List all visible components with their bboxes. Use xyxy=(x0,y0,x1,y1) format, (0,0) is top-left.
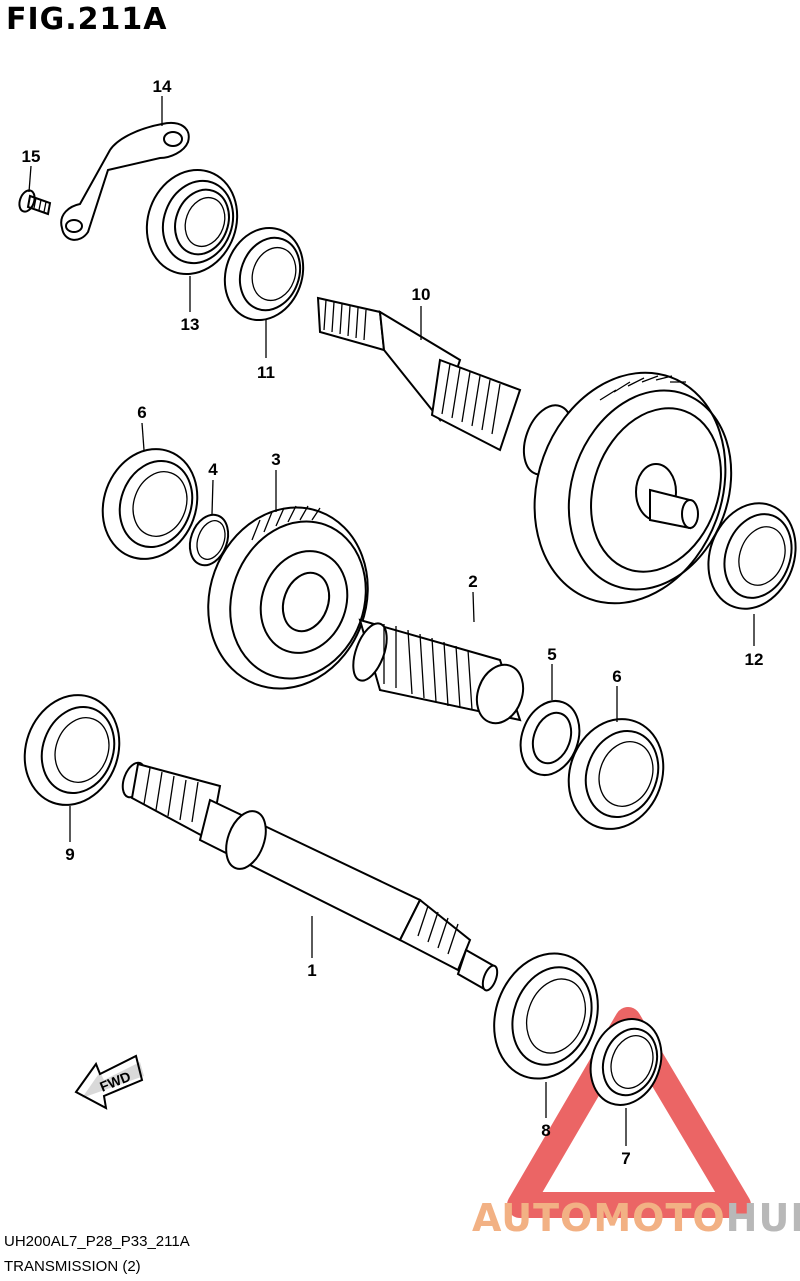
part-14-retainer-plate xyxy=(60,122,190,241)
watermark-brand-text: AUTOMOTOHUB xyxy=(472,1196,800,1240)
callout-4: 4 xyxy=(208,460,218,479)
part-1-main-shaft xyxy=(121,761,499,992)
callout-13: 13 xyxy=(181,315,200,334)
callout-7: 7 xyxy=(621,1149,630,1168)
part-8-bearing xyxy=(493,952,599,1080)
part-6-bearing-lower xyxy=(567,718,665,830)
part-11-oil-seal xyxy=(223,226,305,322)
part-2-gear xyxy=(352,618,525,725)
callout-14: 14 xyxy=(153,77,172,96)
part-13-bearing xyxy=(145,168,239,276)
part-3-gear xyxy=(207,505,369,690)
callout-3: 3 xyxy=(271,450,280,469)
watermark-text-a: AUTOMOTO xyxy=(472,1196,726,1240)
part-6-bearing-upper xyxy=(101,448,199,560)
part-4-circlip xyxy=(188,513,230,567)
figure-code: UH200AL7_P28_P33_211A xyxy=(4,1233,190,1250)
callout-11: 11 xyxy=(257,363,275,382)
watermark-logo-triangle xyxy=(507,1007,751,1218)
callout-leader-lines xyxy=(28,96,755,1146)
callout-12: 12 xyxy=(745,650,764,669)
fwd-arrow-icon xyxy=(74,1054,144,1110)
part-5-washer xyxy=(519,700,581,776)
part-9-bearing xyxy=(23,694,121,806)
callout-1: 1 xyxy=(307,961,316,980)
callout-6-lower: 6 xyxy=(612,667,621,686)
part-15-screw xyxy=(18,189,52,216)
callout-9: 9 xyxy=(65,845,74,864)
figure-title: FIG.211A xyxy=(6,2,168,37)
part-10-shaft-with-gear xyxy=(316,296,733,605)
callout-8: 8 xyxy=(541,1121,550,1140)
callout-10: 10 xyxy=(412,285,431,304)
part-7-oil-seal xyxy=(589,1018,663,1106)
callout-labels: 14 15 13 11 10 6 4 3 2 5 6 12 9 1 8 7 xyxy=(22,77,764,1168)
callout-6-upper: 6 xyxy=(137,403,146,422)
callout-15: 15 xyxy=(22,147,41,166)
callout-5: 5 xyxy=(547,645,556,664)
callout-2: 2 xyxy=(468,572,477,591)
part-12-bearing xyxy=(707,502,797,610)
figure-name: TRANSMISSION (2) xyxy=(4,1258,141,1275)
watermark-text-b: HUB xyxy=(725,1196,800,1240)
